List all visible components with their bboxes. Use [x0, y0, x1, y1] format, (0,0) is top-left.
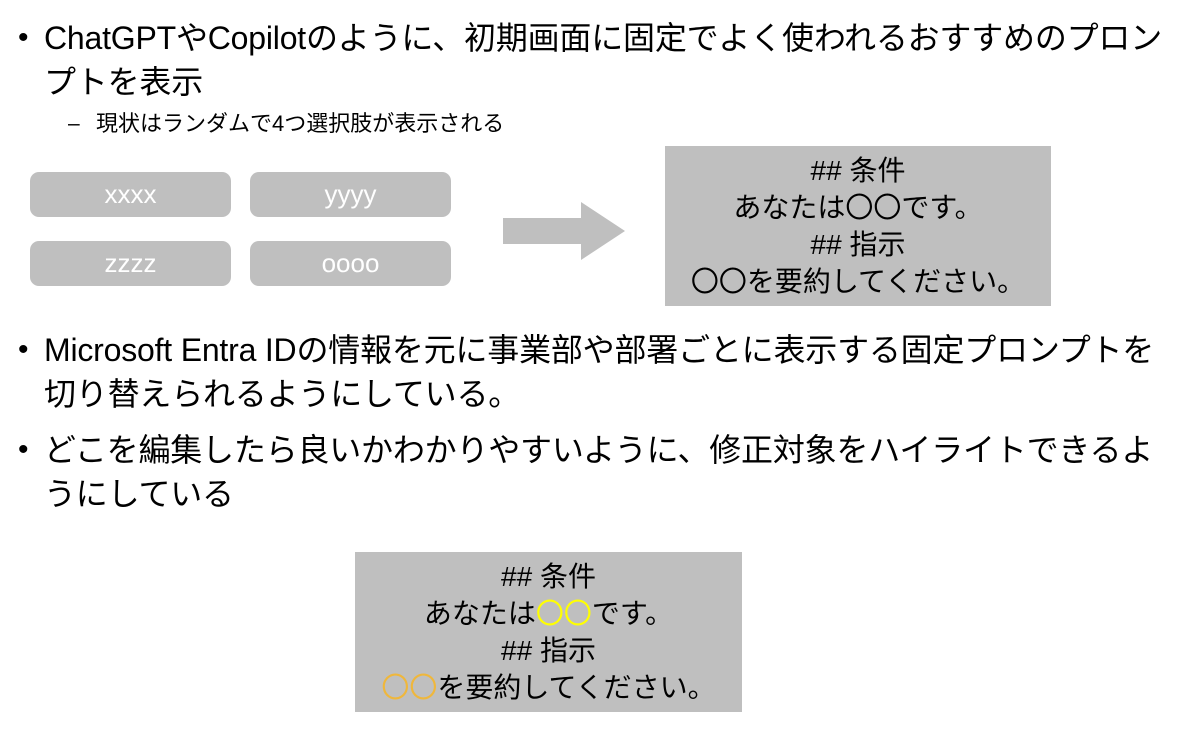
option-chip-zzzz[interactable]: zzzz: [30, 241, 231, 286]
prompt-text-before: あなたは: [423, 598, 536, 629]
bullet-item-2: • Microsoft Entra IDの情報を元に事業部や部署ごとに表示する固…: [4, 328, 1184, 416]
prompt-line: ## 指示: [501, 635, 596, 666]
prompt-box-top: ## 条件 あなたは〇〇です。 ## 指示 〇〇を要約してください。: [665, 146, 1051, 306]
bullet-marker: •: [18, 21, 29, 54]
bullet-marker: •: [18, 333, 29, 366]
bullet-text: ChatGPTやCopilotのように、初期画面に固定でよく使われるおすすめのプ…: [44, 20, 1163, 100]
option-chip-label: oooo: [321, 248, 380, 278]
bullet-text: Microsoft Entra IDの情報を元に事業部や部署ごとに表示する固定プ…: [44, 332, 1155, 412]
prompt-line-highlighted: あなたは〇〇です。: [424, 595, 673, 632]
prompt-line: 〇〇を要約してください。: [690, 266, 1026, 297]
prompt-line-highlighted: 〇〇を要約してください。: [381, 669, 715, 706]
highlight-placeholder-role[interactable]: 〇〇: [535, 598, 592, 629]
prompt-text-after: です。: [591, 598, 674, 629]
right-arrow-icon: [503, 202, 625, 260]
sub-bullet-text: 現状はランダムで4つ選択肢が表示される: [96, 111, 505, 136]
sub-bullet-marker: –: [68, 112, 80, 135]
sub-bullet-item-1-1: – 現状はランダムで4つ選択肢が表示される: [62, 108, 962, 140]
prompt-line: ## 条件: [501, 561, 596, 592]
prompt-text-after: を要約してください。: [437, 672, 716, 703]
prompt-box-bottom-highlighted: ## 条件 あなたは〇〇です。 ## 指示 〇〇を要約してください。: [355, 552, 742, 712]
option-chip-label: yyyy: [324, 179, 377, 209]
bullet-text: どこを編集したら良いかわかりやすいように、修正対象をハイライトできるようにしてい…: [44, 432, 1154, 512]
right-arrow-shape: [503, 202, 625, 260]
option-chip-label: xxxx: [104, 179, 157, 209]
bullet-item-1: • ChatGPTやCopilotのように、初期画面に固定でよく使われるおすすめ…: [4, 16, 1184, 104]
option-chip-label: zzzz: [104, 248, 157, 278]
prompt-line: ## 指示: [810, 229, 906, 260]
prompt-line: ## 条件: [810, 155, 906, 186]
bullet-item-3: • どこを編集したら良いかわかりやすいように、修正対象をハイライトできるようにし…: [4, 428, 1184, 516]
option-chip-oooo[interactable]: oooo: [250, 241, 451, 286]
highlight-placeholder-target[interactable]: 〇〇: [381, 672, 438, 703]
option-chip-xxxx[interactable]: xxxx: [30, 172, 231, 217]
option-chip-yyyy[interactable]: yyyy: [250, 172, 451, 217]
bullet-marker: •: [18, 433, 29, 466]
prompt-line: あなたは〇〇です。: [733, 192, 983, 223]
